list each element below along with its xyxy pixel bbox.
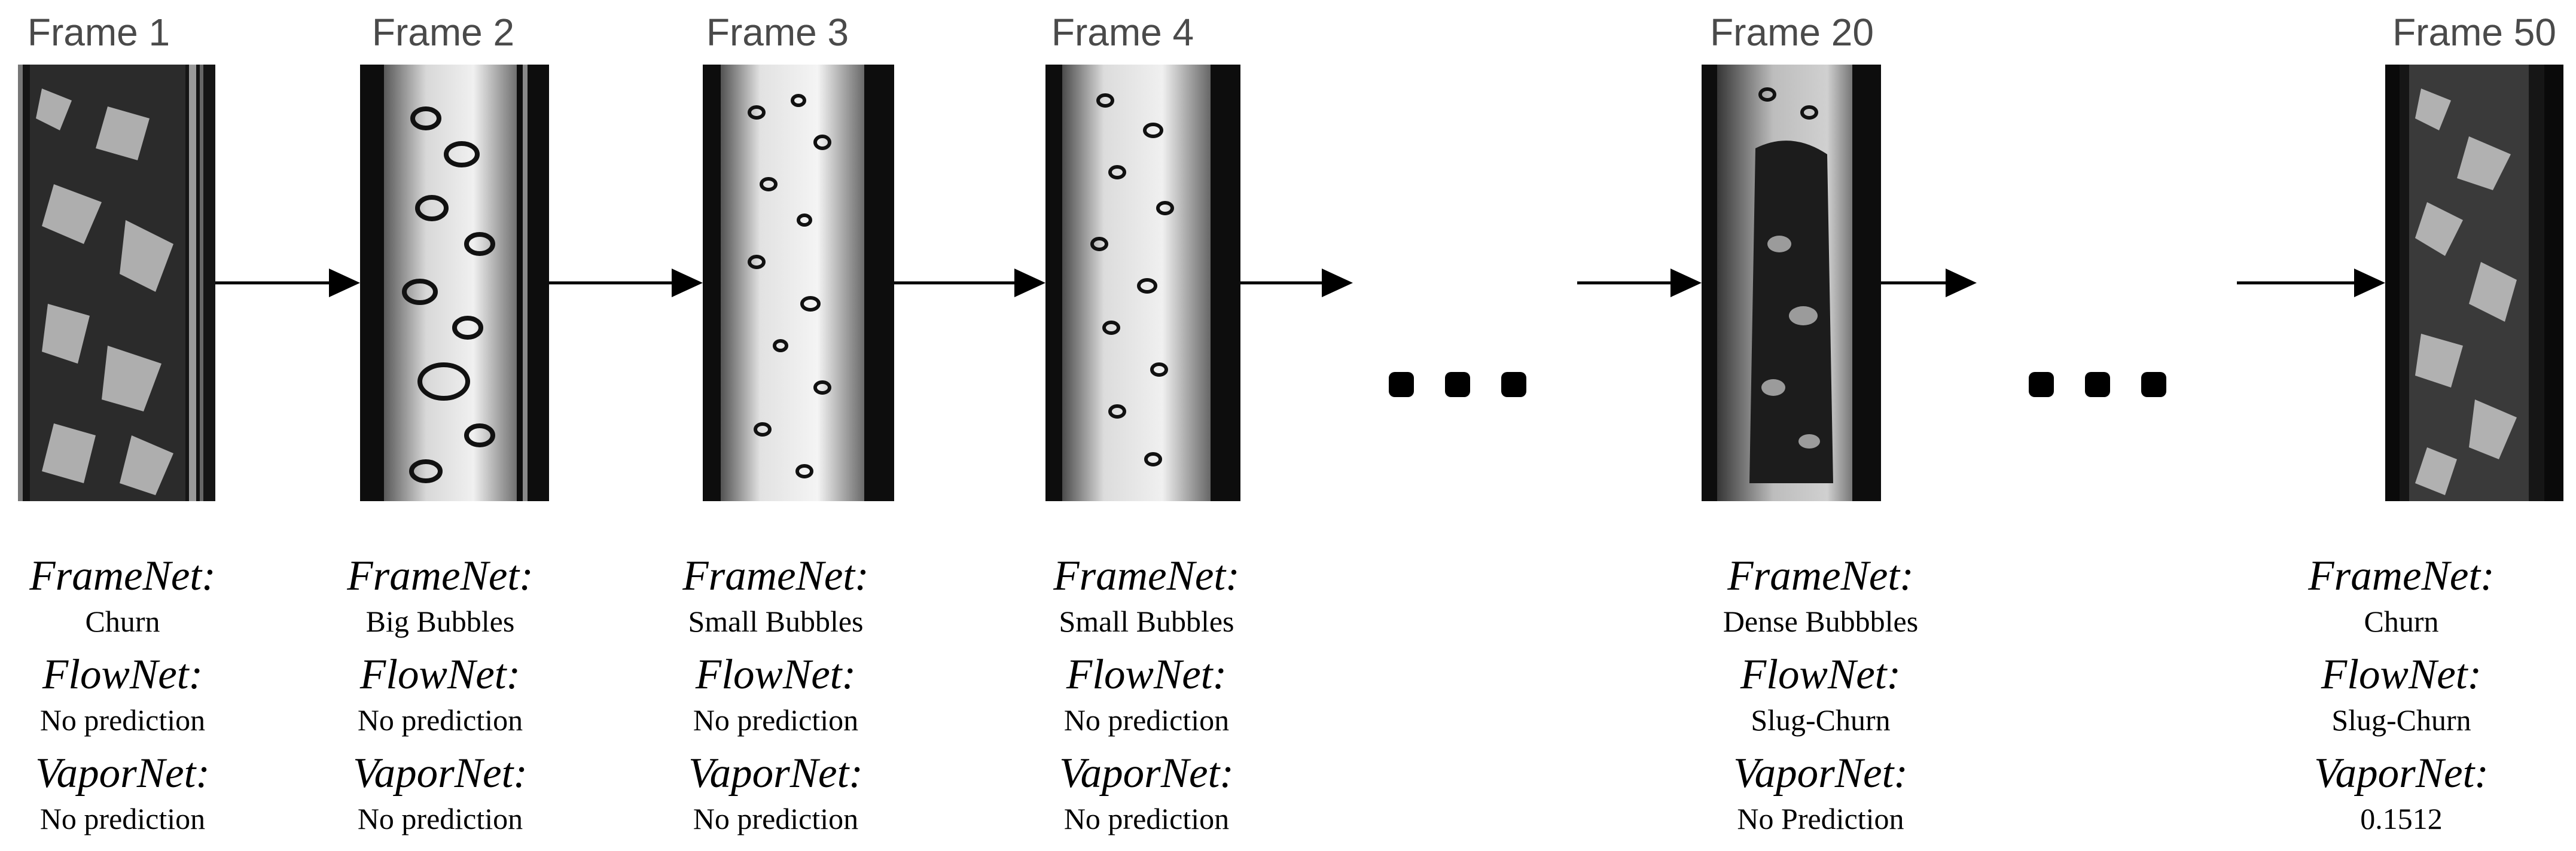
- ellipsis-2: [2029, 372, 2166, 397]
- vapornet-label: VaporNet:: [1733, 750, 1908, 797]
- flownet-label: FlowNet:: [1740, 651, 1901, 698]
- flownet-value: Slug-Churn: [1751, 703, 1891, 737]
- arrow-into-frame20: [1577, 266, 1702, 300]
- flownet-value: No prediction: [357, 703, 523, 737]
- flownet-value: No prediction: [1063, 703, 1230, 737]
- vapornet-value: No prediction: [1063, 802, 1230, 835]
- ellipsis-dot: [1501, 372, 1526, 397]
- frame-20-title: Frame 20: [1710, 11, 1874, 54]
- ellipsis-dot: [2029, 372, 2054, 397]
- frame-1-predictions: FrameNet: Churn FlowNet: No prediction V…: [9, 555, 236, 851]
- frame-4-title: Frame 4: [1051, 11, 1194, 54]
- arrow-frame1-to-frame2: [215, 266, 360, 300]
- frame-2-predictions: FrameNet: Big Bubbles FlowNet: No predic…: [327, 555, 554, 851]
- vapornet-value: No prediction: [693, 802, 859, 835]
- framenet-value: Small Bubbles: [688, 605, 864, 638]
- vapornet-label: VaporNet:: [1059, 750, 1234, 797]
- flownet-label: FlowNet:: [1066, 651, 1227, 698]
- flownet-label: FlowNet:: [695, 651, 856, 698]
- vapornet-value: No prediction: [357, 802, 523, 835]
- vapornet-label: VaporNet:: [688, 750, 863, 797]
- arrow-frame20-out: [1881, 266, 1977, 300]
- framenet-value: Churn: [85, 605, 160, 638]
- ellipsis-1: [1389, 372, 1526, 397]
- frame-1-title: Frame 1: [27, 11, 170, 54]
- flownet-label: FlowNet:: [42, 651, 203, 698]
- vapornet-label: VaporNet:: [2314, 750, 2489, 797]
- frame-4-image: [1045, 65, 1240, 501]
- frame-50-image: [2385, 65, 2563, 501]
- frame-2-title: Frame 2: [371, 11, 515, 54]
- framenet-label: FrameNet:: [347, 553, 534, 599]
- ellipsis-dot: [2141, 372, 2166, 397]
- frame-3-predictions: FrameNet: Small Bubbles FlowNet: No pred…: [662, 555, 889, 851]
- vapornet-label: VaporNet:: [353, 750, 528, 797]
- arrow-frame2-to-frame3: [549, 266, 703, 300]
- framenet-value: Churn: [2364, 605, 2439, 638]
- framenet-label: FrameNet:: [682, 553, 869, 599]
- ellipsis-dot: [2085, 372, 2110, 397]
- arrow-into-frame50: [2237, 266, 2385, 300]
- flownet-value: No prediction: [39, 703, 206, 737]
- ellipsis-dot: [1445, 372, 1470, 397]
- arrow-frame4-out: [1240, 266, 1353, 300]
- frame-20-image: [1702, 65, 1881, 501]
- vapornet-value: 0.1512: [2360, 802, 2443, 835]
- frame-50-title: Frame 50: [2392, 11, 2556, 54]
- vapornet-value: No Prediction: [1737, 802, 1904, 835]
- frame-3-image: [703, 65, 894, 501]
- frame-4-predictions: FrameNet: Small Bubbles FlowNet: No pred…: [1033, 555, 1260, 851]
- framenet-label: FrameNet:: [2308, 553, 2495, 599]
- arrow-frame3-to-frame4: [894, 266, 1045, 300]
- vapornet-label: VaporNet:: [35, 750, 210, 797]
- ellipsis-dot: [1389, 372, 1414, 397]
- flownet-label: FlowNet:: [359, 651, 521, 698]
- framenet-label: FrameNet:: [1053, 553, 1240, 599]
- framenet-value: Dense Bubbbles: [1723, 605, 1919, 638]
- frame-3-title: Frame 3: [706, 11, 849, 54]
- framenet-value: Small Bubbles: [1059, 605, 1234, 638]
- frame-2-image: [360, 65, 549, 501]
- flownet-label: FlowNet:: [2321, 651, 2482, 698]
- framenet-label: FrameNet:: [1727, 553, 1914, 599]
- flownet-value: No prediction: [693, 703, 859, 737]
- frame-20-predictions: FrameNet: Dense Bubbbles FlowNet: Slug-C…: [1707, 555, 1934, 851]
- frame-1-image: [18, 65, 215, 501]
- flownet-value: Slug-Churn: [2331, 703, 2471, 737]
- frame-50-predictions: FrameNet: Churn FlowNet: Slug-Churn Vapo…: [2288, 555, 2515, 851]
- framenet-value: Big Bubbles: [365, 605, 515, 638]
- framenet-label: FrameNet:: [29, 553, 216, 599]
- vapornet-value: No prediction: [39, 802, 206, 835]
